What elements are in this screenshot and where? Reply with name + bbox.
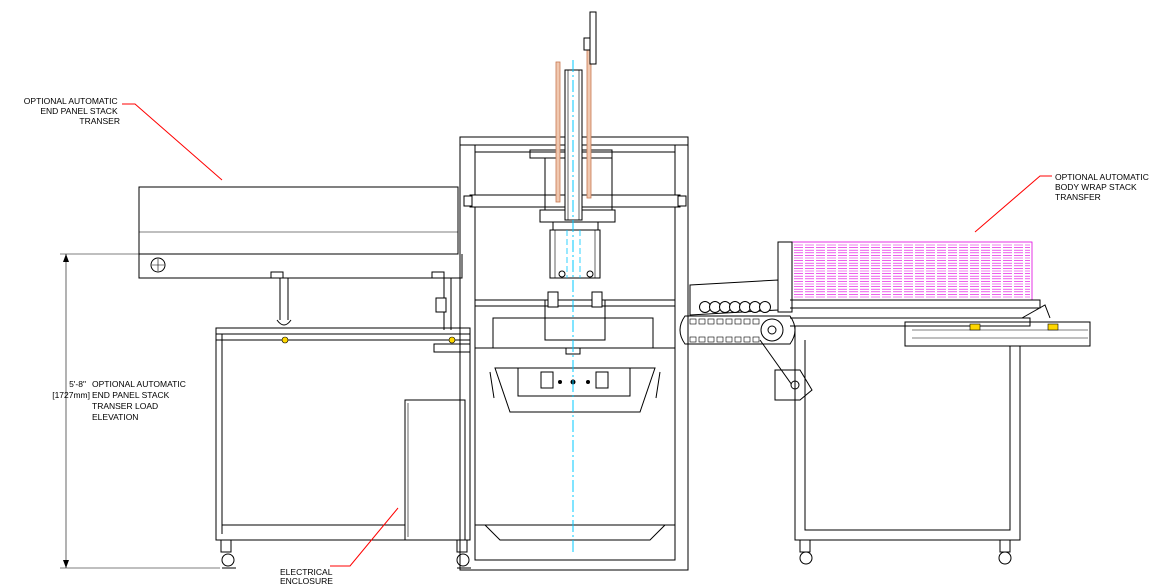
end-panel-transfer-conveyor — [138, 186, 463, 330]
roller — [759, 301, 771, 313]
leader-body-wrap — [974, 175, 1052, 233]
roller — [709, 301, 721, 313]
leader-end-panel — [122, 103, 223, 181]
left-load-stand — [215, 327, 471, 569]
label-end-panel-transfer: OPTIONAL AUTOMATIC END PANEL STACK TRANS… — [24, 96, 120, 126]
roller — [749, 301, 761, 313]
roller — [729, 301, 741, 313]
body-wrap-transfer-conveyor — [679, 241, 1091, 565]
dimension-metric: [1727mm] — [52, 390, 90, 400]
caster — [456, 540, 471, 569]
dimension-imperial: 5'-8" — [69, 379, 86, 389]
height-dimension: 5'-8" [1727mm] — [52, 253, 220, 569]
label-electrical-enclosure: ELECTRICAL ENCLOSURE — [280, 567, 335, 585]
label-load-elevation: OPTIONAL AUTOMATIC END PANEL STACK TRANS… — [92, 379, 188, 422]
leader-electrical — [330, 507, 399, 567]
label-body-wrap-transfer: OPTIONAL AUTOMATIC BODY WRAP STACK TRANS… — [1055, 172, 1151, 202]
roller — [739, 301, 751, 313]
caster — [799, 540, 813, 565]
roller — [719, 301, 731, 313]
caster — [220, 540, 236, 569]
center-press-frame — [459, 11, 689, 571]
caster — [998, 540, 1012, 565]
roller — [699, 301, 711, 313]
